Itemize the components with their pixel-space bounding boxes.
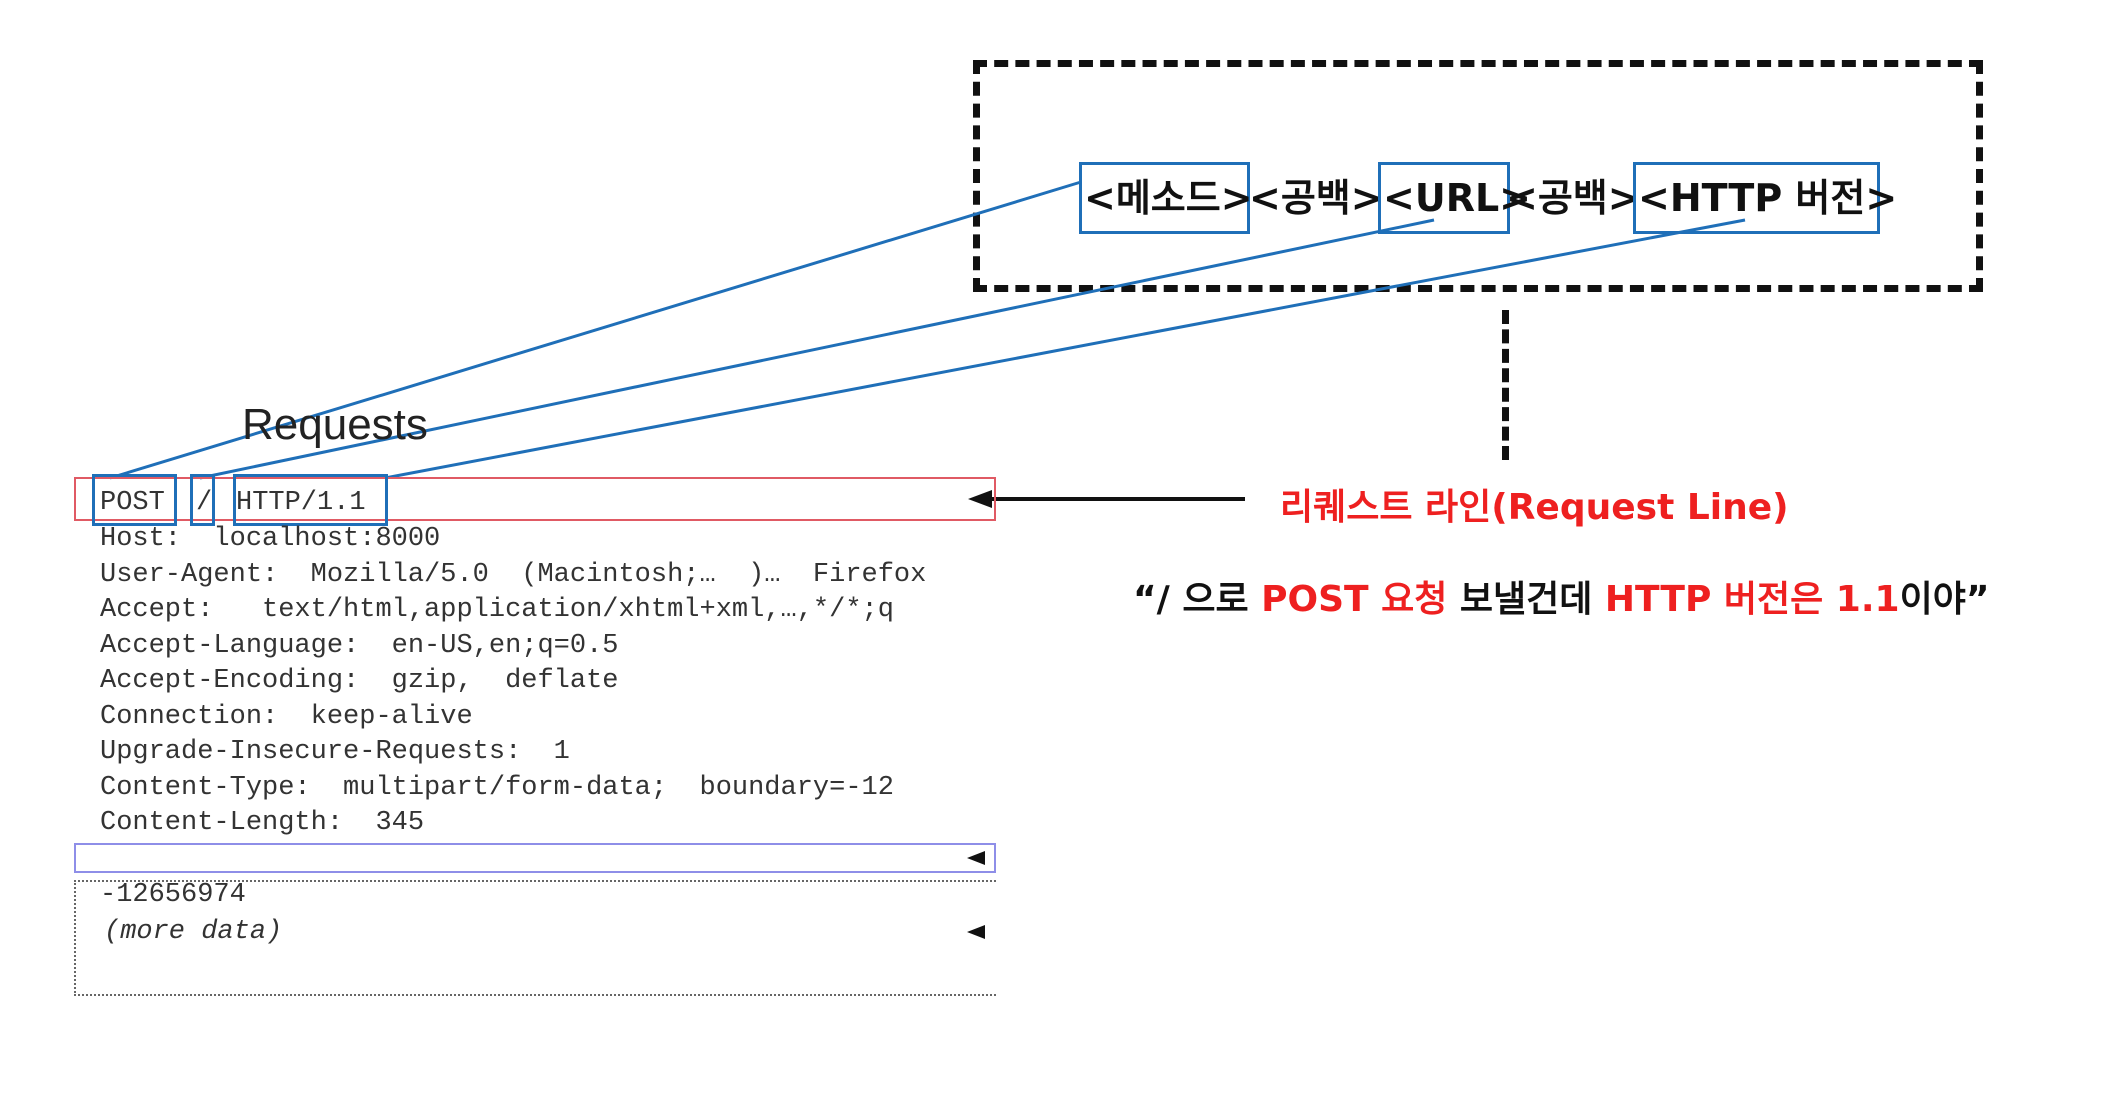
format-method: <메소드> xyxy=(1079,162,1253,234)
request-line-format-box xyxy=(973,60,1983,292)
request-method: POST xyxy=(100,488,165,518)
request-line-label: 리퀘스트 라인(Request Line) xyxy=(1280,487,1789,528)
blank-line-highlight xyxy=(74,843,996,873)
header-accept: Accept: text/html,application/xhtml+xml,… xyxy=(100,595,894,625)
quote-part-1: “/ 으로 xyxy=(1133,579,1262,620)
header-accept-encoding: Accept-Encoding: gzip, deflate xyxy=(100,666,619,696)
requests-title: Requests xyxy=(242,400,428,449)
quote-part-3: 보낼건데 xyxy=(1447,579,1605,620)
explanation-quote: “/ 으로 POST 요청 보낼건데 HTTP 버전은 1.1이야” xyxy=(1133,570,1989,622)
header-accept-language: Accept-Language: en-US,en;q=0.5 xyxy=(100,631,619,661)
format-space-2: <공백> xyxy=(1506,176,1640,220)
quote-part-4: HTTP 버전은 1.1 xyxy=(1604,579,1900,620)
header-content-length: Content-Length: 345 xyxy=(100,808,425,838)
header-upgrade-insecure-requests: Upgrade-Insecure-Requests: 1 xyxy=(100,737,570,767)
path-highlight-box xyxy=(190,474,215,526)
format-http-version: <HTTP 버전> xyxy=(1633,162,1897,234)
quote-part-5: 이야” xyxy=(1899,579,1990,620)
body-more-data: (more data) xyxy=(104,917,283,947)
format-space-1: <공백> xyxy=(1249,176,1383,220)
header-user-agent: User-Agent: Mozilla/5.0 (Macintosh;… )… … xyxy=(100,560,927,590)
request-version: HTTP/1.1 xyxy=(236,488,366,518)
header-connection: Connection: keep-alive xyxy=(100,702,473,732)
request-path: / xyxy=(196,488,213,518)
header-content-type: Content-Type: multipart/form-data; bound… xyxy=(100,773,894,803)
body-box xyxy=(74,880,996,996)
request-line-highlight xyxy=(74,477,996,521)
body-boundary: -12656974 xyxy=(100,880,246,910)
url-connector-line xyxy=(199,218,1435,480)
body-arrow-icon xyxy=(967,925,985,939)
format-connector-dashed-line xyxy=(1502,310,1509,460)
header-host: Host: localhost:8000 xyxy=(100,524,441,554)
version-connector-line xyxy=(384,218,1746,480)
method-connector-line xyxy=(109,180,1082,480)
version-highlight-box xyxy=(233,474,388,526)
blank-line-arrow-icon xyxy=(967,851,985,865)
quote-part-2: POST 요청 xyxy=(1261,579,1448,620)
format-url: <URL> xyxy=(1378,162,1531,234)
request-line-arrowhead xyxy=(968,490,992,508)
method-highlight-box xyxy=(92,474,177,526)
